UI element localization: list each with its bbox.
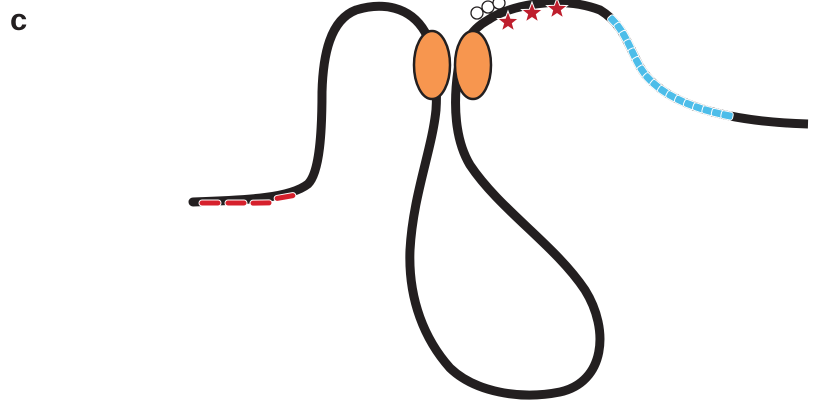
anchor-right-ellipse	[455, 31, 491, 99]
open-circle-icon	[482, 1, 494, 13]
open-circle-icon	[493, 0, 505, 9]
right-segment-marks	[607, 14, 734, 121]
right-segment-mark	[720, 110, 733, 120]
left-segment-mark	[225, 200, 247, 206]
anchor-left-ellipse	[414, 31, 450, 99]
star-group	[498, 0, 568, 31]
open-circle-icon	[471, 7, 483, 19]
left-segment-mark	[250, 200, 272, 206]
left-segment-mark	[199, 200, 221, 206]
